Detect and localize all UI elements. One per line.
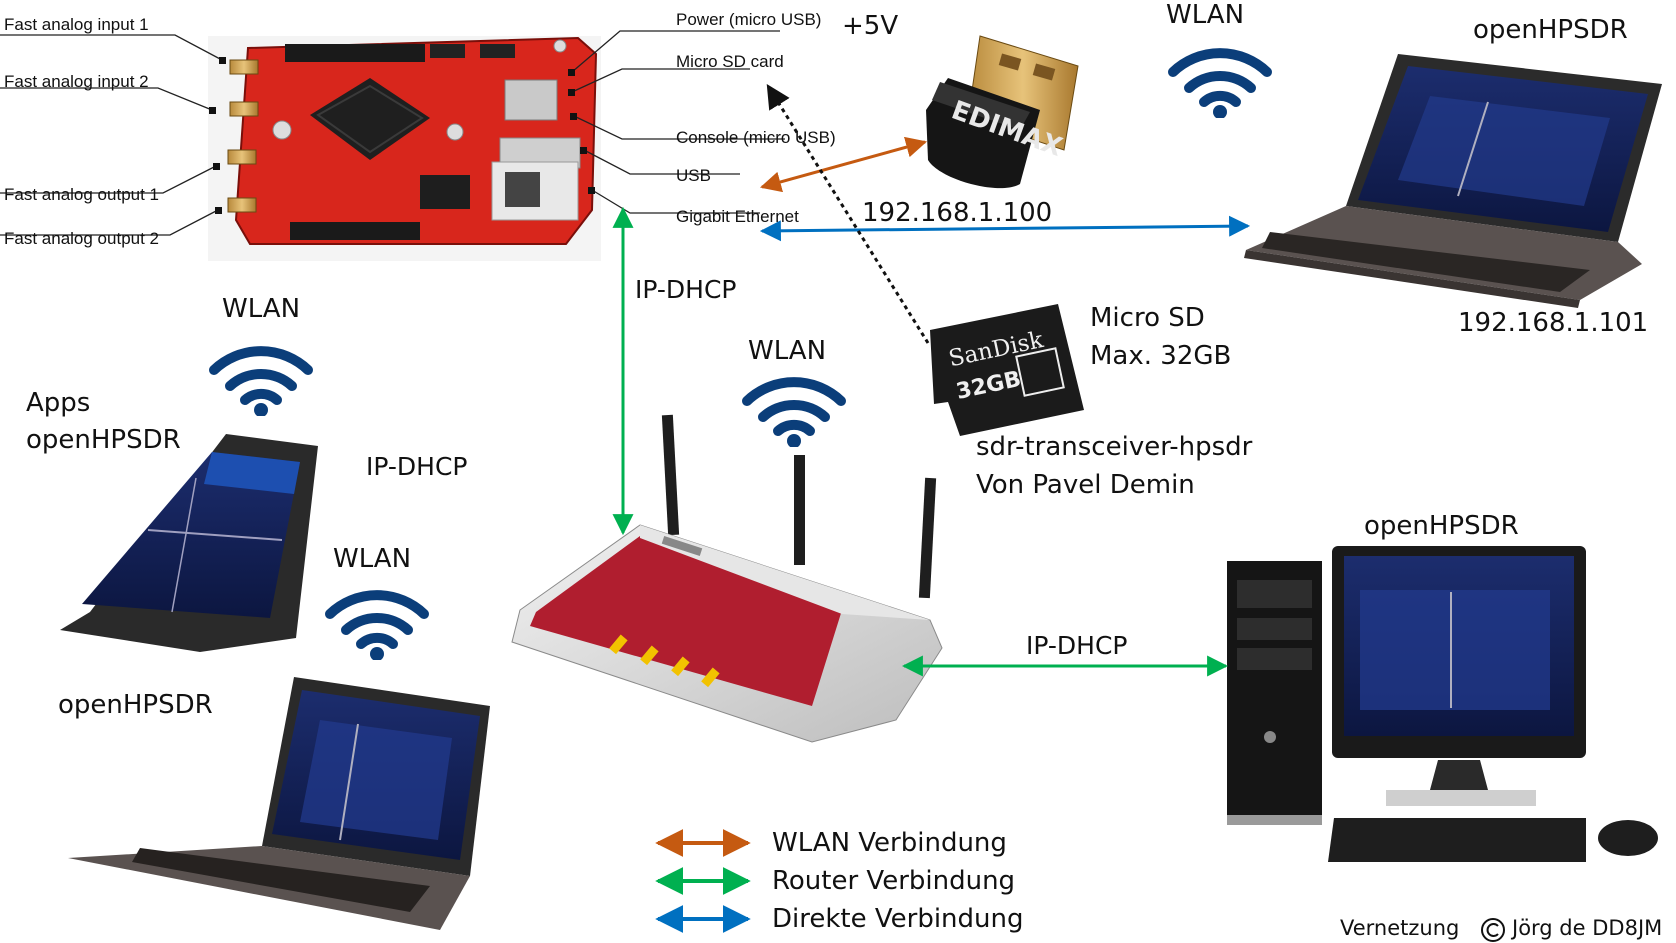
label-console: Console (micro USB) bbox=[676, 128, 836, 147]
copyright-icon bbox=[1481, 918, 1505, 942]
label-wlan-router: WLAN bbox=[748, 336, 827, 366]
label-openhpsdr-phone: openHPSDR bbox=[26, 425, 181, 455]
wifi-icon bbox=[214, 351, 308, 417]
label-openhpsdr-laptop-bottom: openHPSDR bbox=[58, 690, 213, 720]
laptop-bottom-left bbox=[68, 677, 490, 930]
label-ip-dhcp-wlan: IP-DHCP bbox=[366, 452, 468, 481]
callout-lines bbox=[0, 30, 785, 236]
label-fast-analog-output-2: Fast analog output 2 bbox=[4, 229, 160, 248]
label-ip-dhcp-board: IP-DHCP bbox=[635, 275, 737, 304]
label-ip-board: 192.168.1.100 bbox=[862, 198, 1053, 228]
wifi-icon bbox=[330, 595, 424, 661]
label-ip-dhcp-desktop: IP-DHCP bbox=[1026, 631, 1128, 660]
label-openhpsdr-desktop: openHPSDR bbox=[1364, 511, 1519, 541]
label-usb: USB bbox=[676, 166, 711, 185]
desktop-pc bbox=[1227, 546, 1658, 862]
label-ip-laptop: 192.168.1.101 bbox=[1458, 308, 1649, 338]
wifi-icon bbox=[1173, 53, 1267, 119]
legend-swatches bbox=[655, 829, 751, 933]
wifi-icon bbox=[747, 382, 841, 448]
label-micro-sd: Micro SD bbox=[1090, 303, 1205, 333]
label-power: Power (micro USB) bbox=[676, 10, 822, 29]
label-openhpsdr-laptop-top: openHPSDR bbox=[1473, 15, 1628, 45]
red-pitaya-board bbox=[208, 36, 601, 261]
sd-card-insert-arrow bbox=[766, 83, 930, 344]
label-apps: Apps bbox=[26, 388, 91, 418]
label-fast-analog-input-1: Fast analog input 1 bbox=[4, 15, 149, 34]
label-gigabit-ethernet: Gigabit Ethernet bbox=[676, 207, 799, 226]
label-wlan-adapter: WLAN bbox=[1166, 0, 1245, 30]
label-wlan-laptop-bottom: WLAN bbox=[333, 544, 412, 574]
label-micro-sd-card: Micro SD card bbox=[676, 52, 784, 71]
legend-direct-label: Direkte Verbindung bbox=[772, 904, 1024, 934]
label-wlan-phone: WLAN bbox=[222, 294, 301, 324]
callout-markers bbox=[209, 57, 595, 214]
label-micro-sd-max: Max. 32GB bbox=[1090, 341, 1232, 371]
label-software-name: sdr-transceiver-hpsdr bbox=[976, 432, 1253, 462]
laptop-top-right bbox=[1244, 54, 1662, 308]
label-software-author: Von Pavel Demin bbox=[976, 470, 1195, 500]
sandisk-micro-sd-card: SanDisk 32GB bbox=[930, 304, 1084, 436]
label-fast-analog-input-2: Fast analog input 2 bbox=[4, 72, 149, 91]
credit-prefix: Vernetzung bbox=[1340, 916, 1460, 940]
smartphone bbox=[60, 434, 318, 652]
credit-author: Jörg de DD8JM bbox=[1512, 916, 1663, 940]
legend-wlan-label: WLAN Verbindung bbox=[772, 828, 1007, 858]
direct-connection-arrow bbox=[759, 215, 1251, 242]
wlan-connection-arrow bbox=[759, 136, 928, 193]
wifi-router bbox=[511, 414, 943, 743]
edimax-wifi-adapter: EDIMAX bbox=[926, 35, 1079, 189]
label-power-voltage: +5V bbox=[842, 11, 899, 41]
label-fast-analog-output-1: Fast analog output 1 bbox=[4, 185, 160, 204]
legend-router-label: Router Verbindung bbox=[772, 866, 1016, 896]
